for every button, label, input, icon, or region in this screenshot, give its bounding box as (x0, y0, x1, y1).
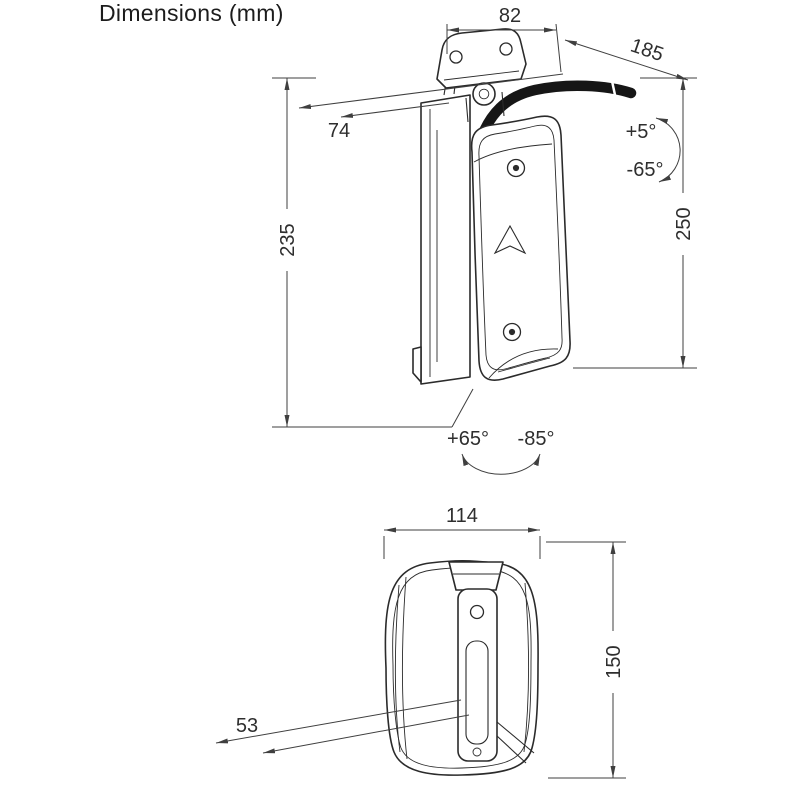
dim-wall-offset: 74 (298, 73, 564, 142)
dim-height-left: 235 (272, 77, 474, 428)
dim-bracket-offset: 53 (215, 699, 470, 754)
dim-top-width-label: 82 (499, 5, 521, 27)
front-view (412, 28, 637, 385)
projection-line (215, 699, 462, 744)
cradle-contour (478, 124, 563, 371)
clamp-bracket (457, 588, 498, 762)
wall-plate-tab (412, 346, 422, 383)
dim-topview-depth: 150 (546, 541, 626, 779)
dim-height-right: 250 (573, 77, 697, 369)
clamp-pivot (469, 604, 485, 620)
top-view (384, 559, 539, 776)
side-curve-right (523, 582, 530, 753)
mounting-hole (449, 50, 463, 64)
side-curve-left (394, 584, 401, 753)
extension-line (451, 388, 474, 428)
speaker-topview-contour (392, 567, 532, 769)
projection-line (298, 73, 564, 109)
tilt-down-label: -65° (627, 159, 664, 181)
pivot-knob (472, 82, 496, 106)
wall-plate-outline (420, 94, 471, 385)
dim-top-width: 82 (446, 5, 562, 73)
tilt-up-label: +5° (626, 121, 657, 143)
cradle-screw-center (512, 164, 520, 172)
hinge-link (501, 91, 505, 117)
dim-topview-width: 114 (383, 505, 541, 559)
projection-line (262, 714, 470, 754)
mounting-hole (499, 42, 513, 56)
swivel-angle-annotation: +65° -85° (447, 428, 555, 475)
tilt-angle-annotation: +5° -65° (626, 117, 681, 183)
swivel-arrow-arc (461, 453, 541, 475)
page-title: Dimensions (mm) (99, 0, 284, 26)
dim-arm-depth-label: 185 (628, 34, 667, 66)
clamp-corner-strut (496, 721, 535, 754)
clamp-corner-strut (496, 735, 527, 764)
dim-topview-depth-label: 150 (603, 645, 625, 678)
wall-bracket-topview (448, 561, 504, 591)
arm-segment-gap (610, 80, 617, 96)
extension-line (555, 23, 562, 73)
mounting-plate-edge (443, 70, 520, 81)
cradle-bottom-accent (488, 348, 559, 379)
dim-wall-offset-label: 74 (328, 120, 350, 142)
dim-arm-depth: 185 (564, 34, 689, 81)
cradle-bottom-accent (497, 357, 551, 373)
clamp-foot (472, 747, 482, 757)
dim-topview-width-label: 114 (446, 505, 478, 527)
hinge-link (465, 97, 469, 123)
cradle-screw-center (508, 328, 516, 336)
dimension-line (564, 39, 689, 81)
swivel-right-label: -85° (518, 428, 555, 450)
top-view-dimensions: 114 150 53 (215, 505, 626, 779)
dim-bracket-offset-label: 53 (236, 715, 258, 737)
side-curve-left (401, 576, 408, 760)
speaker-cradle-outline (470, 115, 571, 381)
front-view-dimensions: 82 185 74 235 250 (272, 5, 697, 475)
dim-height-right-label: 250 (673, 207, 695, 240)
projection-line (340, 102, 450, 118)
swivel-left-label: +65° (447, 428, 489, 450)
clamp-slot (465, 640, 489, 745)
brand-chevron (493, 224, 527, 255)
pivot-knob-center (478, 88, 490, 100)
dim-height-left-label: 235 (277, 223, 299, 256)
tilt-arrow-arc (655, 117, 681, 183)
cradle-top-accent (473, 143, 553, 163)
swivel-arm (472, 80, 637, 154)
